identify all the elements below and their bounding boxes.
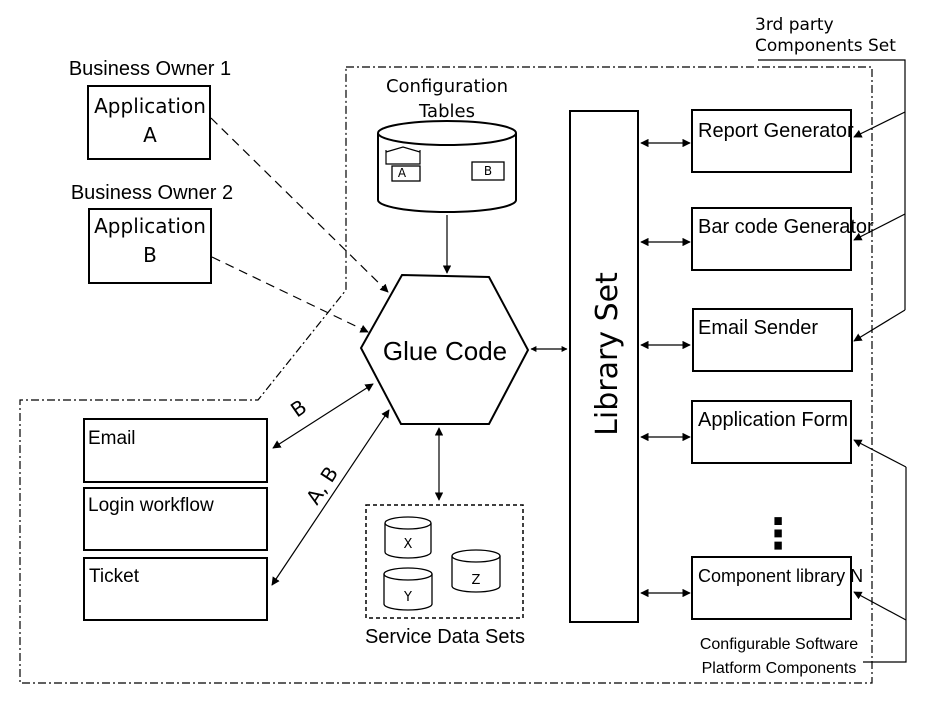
configurable-line2: Platform Components: [702, 660, 857, 677]
third-party-to-report-arrow: [853, 111, 906, 138]
bar-code-generator-label: Bar code Generator: [698, 216, 874, 238]
edge-label-b: B: [286, 395, 311, 423]
library-set-label: Library Set: [590, 272, 625, 436]
configuration-tables-cylinder: A B: [377, 120, 517, 213]
business-owner-2-label: Business Owner 2: [71, 182, 233, 204]
dataset-x-label: X: [404, 537, 413, 552]
service-data-sets-title: Service Data Sets: [365, 626, 525, 648]
config-tab-a: A: [398, 166, 407, 180]
report-generator-label: Report Generator: [698, 120, 854, 142]
application-a-box: [87, 85, 211, 160]
application-b-line1: Application: [94, 214, 206, 238]
configurable-bracket: [863, 467, 907, 663]
configurable-line1: Configurable Software: [700, 636, 858, 653]
glue-code-hexagon: [359, 273, 530, 425]
service-login-label: Login workflow: [88, 495, 214, 516]
third-party-to-email-arrow: [853, 309, 906, 342]
dataset-y-cylinder: Y: [383, 567, 433, 611]
service-login-box: [83, 487, 268, 551]
service-email-label: Email: [88, 428, 136, 449]
dataset-x-cylinder: X: [384, 516, 432, 559]
config-title-line2: Tables: [418, 101, 475, 122]
email-sender-box: [692, 308, 853, 372]
application-b-line2: B: [143, 243, 157, 267]
application-a-line1: Application: [94, 94, 206, 118]
component-library-n-box: [691, 556, 852, 620]
dataset-z-label: Z: [472, 573, 481, 588]
service-data-sets-box: [365, 504, 524, 619]
business-owner-1-label: Business Owner 1: [69, 58, 231, 80]
app-b-to-glue-link: [211, 256, 369, 333]
app-a-to-glue-link: [210, 117, 389, 293]
configurable-to-app-form-arrow: [853, 439, 907, 468]
dataset-y-label: Y: [403, 590, 412, 605]
config-title-line1: Configuration: [386, 76, 508, 97]
bar-code-generator-box: [691, 207, 852, 271]
glue-ticket-arrow: [271, 409, 390, 586]
edge-label-ab: A, B: [301, 462, 343, 509]
glue-email-arrow: [272, 383, 374, 449]
configurable-to-component-n-arrow: [853, 591, 907, 621]
platform-boundary: [19, 66, 873, 684]
third-party-bracket: [758, 59, 906, 310]
service-ticket-box: [83, 557, 268, 621]
config-tab-b: B: [484, 164, 492, 178]
application-b-box: [88, 208, 212, 284]
third-party-to-barcode-arrow: [853, 213, 906, 241]
application-a-line2: A: [143, 123, 157, 147]
report-generator-box: [691, 109, 852, 173]
application-form-label: Application Form: [698, 409, 848, 431]
third-party-line2: Components Set: [755, 36, 896, 56]
service-email-box: [83, 418, 268, 483]
email-sender-label: Email Sender: [698, 317, 818, 339]
application-form-box: [691, 400, 852, 464]
third-party-line1: 3rd party: [755, 15, 834, 35]
more-components-ellipsis: ⋮: [757, 509, 799, 558]
glue-code-label: Glue Code: [383, 336, 507, 366]
dataset-z-cylinder: Z: [451, 549, 501, 593]
component-library-n-label: Component library N: [698, 566, 863, 586]
service-ticket-label: Ticket: [89, 566, 140, 587]
library-set-box: [569, 110, 639, 623]
